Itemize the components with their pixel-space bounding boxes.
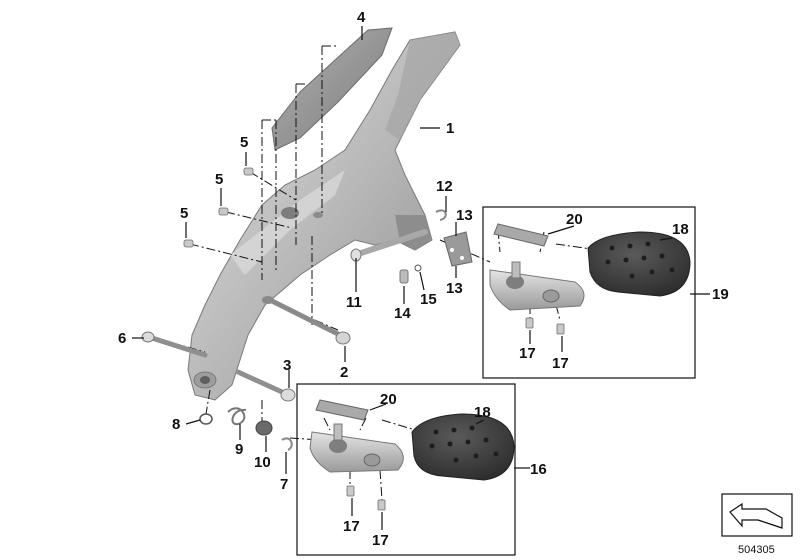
- callout-5c: 5: [180, 205, 188, 222]
- footpeg-assembly-19: [482, 206, 696, 379]
- screws-part-5: [183, 167, 254, 248]
- small-hardware: [199, 407, 293, 451]
- clip-part-12: [435, 209, 447, 221]
- pin-part-11: [355, 229, 428, 257]
- callout-9: 9: [235, 441, 243, 458]
- callout-11: 11: [346, 294, 362, 311]
- plate-part-20-upper: [493, 223, 549, 247]
- callout-8: 8: [172, 416, 180, 433]
- callout-19: 19: [712, 286, 729, 303]
- callout-3: 3: [283, 357, 291, 374]
- callout-2: 2: [340, 364, 348, 381]
- rubber-pad-part-18-lower: [411, 413, 515, 481]
- callout-15: 15: [420, 291, 437, 308]
- peg-base-upper: [489, 269, 585, 311]
- callout-17d: 17: [372, 532, 389, 549]
- document-number: 504305: [738, 544, 775, 556]
- footpeg-assembly-16: [296, 383, 516, 556]
- reference-symbol: 504305: [721, 493, 793, 556]
- callout-5a: 5: [240, 134, 248, 151]
- callout-17b: 17: [552, 355, 569, 372]
- pad-studs-lower: [429, 425, 499, 463]
- washer-part-15: [414, 264, 422, 272]
- rubber-pad-part-18-upper: [587, 231, 691, 297]
- washer-part-8: [199, 413, 213, 425]
- callout-13a: 13: [456, 207, 473, 224]
- pad-studs-upper: [605, 241, 675, 279]
- leader-lines: [132, 26, 710, 530]
- bushing-part-10: [255, 420, 273, 436]
- pivot-hardware: [350, 209, 473, 284]
- callout-10: 10: [254, 454, 271, 471]
- callout-18b: 18: [474, 404, 491, 421]
- callout-20a: 20: [566, 211, 583, 228]
- spring-part-14: [399, 269, 409, 284]
- callout-17a: 17: [519, 345, 536, 362]
- callout-14: 14: [394, 305, 411, 322]
- bolt-part-6: [141, 331, 208, 358]
- callout-5b: 5: [215, 171, 223, 188]
- callout-20b: 20: [380, 391, 397, 408]
- callout-17c: 17: [343, 518, 360, 535]
- bolt-part-3: [235, 369, 296, 402]
- cover-part-4: [271, 27, 393, 151]
- callout-6: 6: [118, 330, 126, 347]
- callout-12: 12: [436, 178, 453, 195]
- callout-18a: 18: [672, 221, 689, 238]
- callout-1: 1: [446, 120, 454, 137]
- spring-part-9: [227, 407, 247, 426]
- callout-labels: 1 2 3 4 5 5 5 6 7 8 9 10 11 12 13 13 14 …: [118, 9, 729, 549]
- callout-16: 16: [530, 461, 547, 478]
- callout-7: 7: [280, 476, 288, 493]
- arrow-icon: [729, 502, 783, 529]
- plate-part-13: [443, 231, 473, 267]
- bolt-part-2: [267, 297, 351, 345]
- plate-part-20-lower: [315, 399, 369, 421]
- callout-13b: 13: [446, 280, 463, 297]
- callout-4: 4: [357, 9, 366, 26]
- peg-base-lower: [309, 431, 404, 473]
- clip-part-7: [281, 437, 293, 451]
